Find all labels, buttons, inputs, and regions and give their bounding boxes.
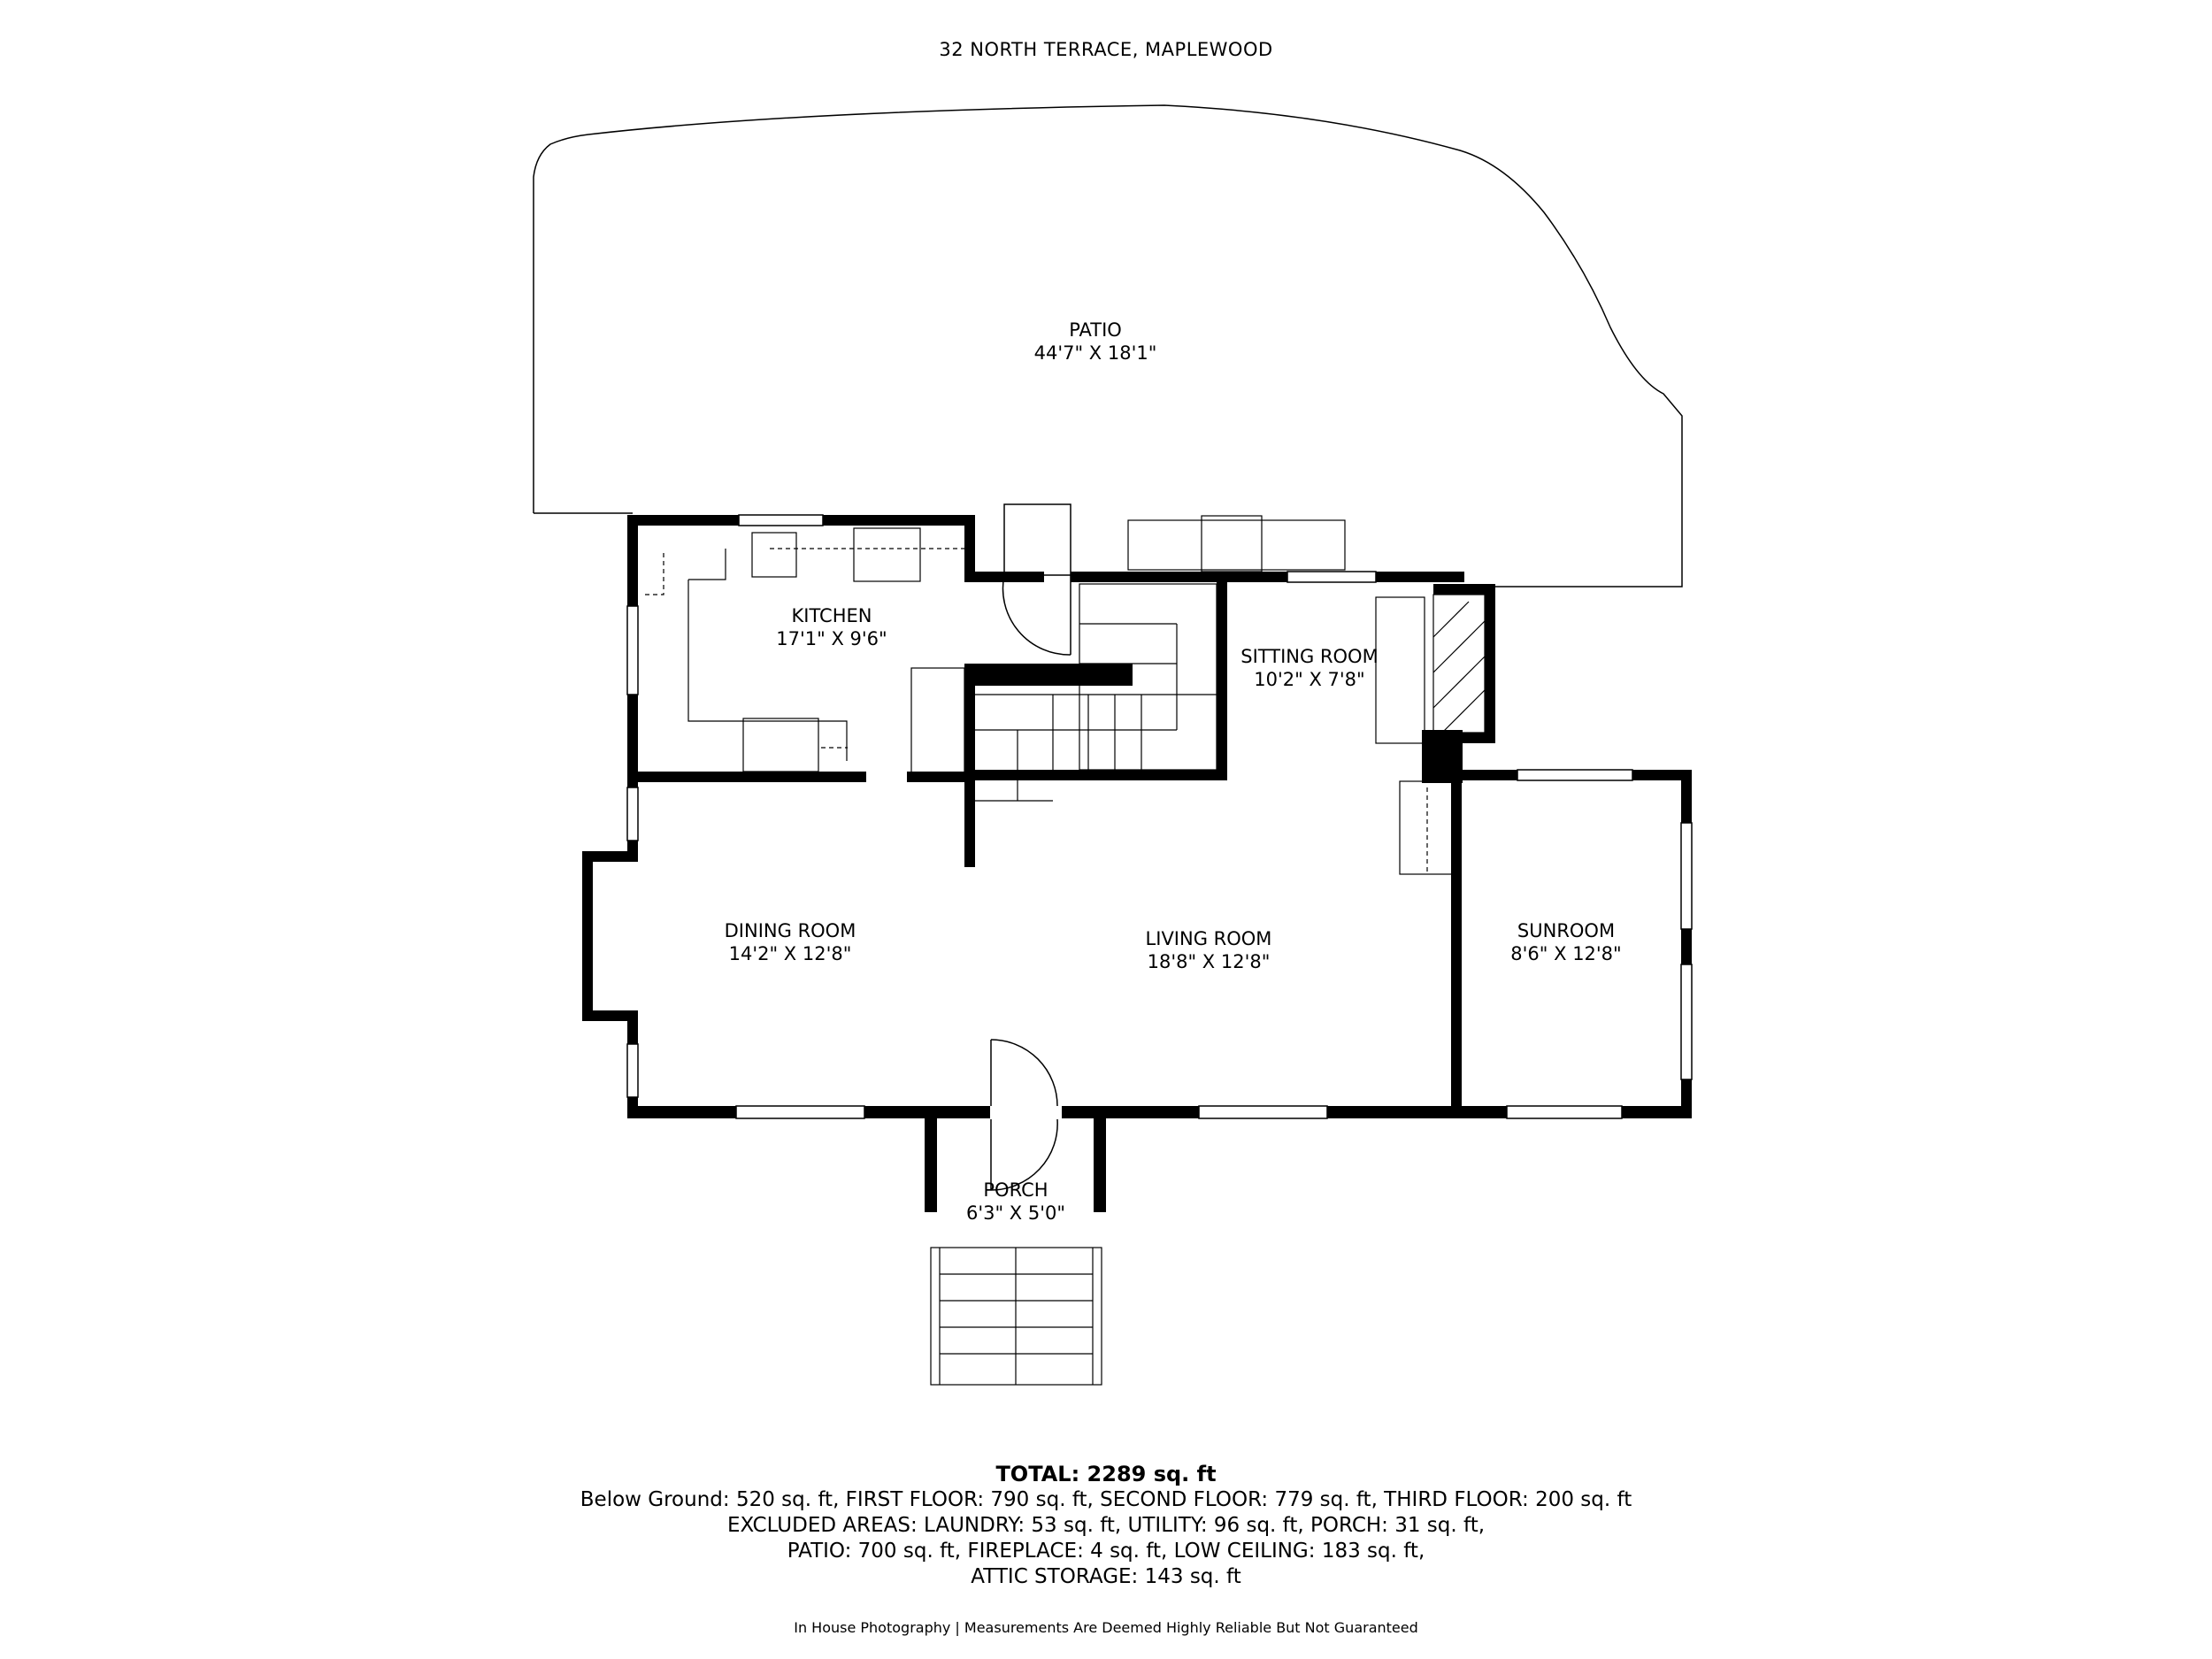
- area-totals: TOTAL: 2289 sq. ft Below Ground: 520 sq.…: [0, 1462, 2212, 1590]
- totals-line-4: ATTIC STORAGE: 143 sq. ft: [971, 1565, 1241, 1588]
- footer-disclaimer: In House Photography | Measurements Are …: [794, 1619, 1418, 1636]
- patio-dims: 44'7" X 18'1": [1034, 342, 1157, 364]
- sitting-room-dims: 10'2" X 7'8": [1254, 669, 1364, 690]
- interior-stairs: [975, 583, 1217, 802]
- kitchen-fixtures: [644, 515, 1455, 875]
- total-area: TOTAL: 2289 sq. ft: [995, 1462, 1217, 1486]
- totals-line-3: PATIO: 700 sq. ft, FIREPLACE: 4 sq. ft, …: [787, 1540, 1425, 1563]
- fireplace: [1432, 594, 1486, 733]
- dining-room-name: DINING ROOM: [725, 920, 856, 941]
- sitting-room-name: SITTING ROOM: [1240, 646, 1378, 667]
- windows: [626, 514, 1693, 1119]
- totals-line-1: Below Ground: 520 sq. ft, FIRST FLOOR: 7…: [580, 1488, 1632, 1511]
- porch-name: PORCH: [983, 1179, 1048, 1201]
- totals-line-2: EXCLUDED AREAS: LAUNDRY: 53 sq. ft, UTIL…: [726, 1514, 1486, 1537]
- sunroom-name: SUNROOM: [1517, 920, 1615, 941]
- address-title: 32 NORTH TERRACE, MAPLEWOOD: [939, 39, 1273, 60]
- porch-steps: [930, 1247, 1102, 1386]
- kitchen-name: KITCHEN: [792, 605, 872, 626]
- dining-room-dims: 14'2" X 12'8": [729, 943, 852, 964]
- patio-outline: [533, 104, 1683, 588]
- living-room-name: LIVING ROOM: [1146, 928, 1272, 949]
- doors: [990, 503, 1071, 1191]
- sunroom-dims: 8'6" X 12'8": [1510, 943, 1621, 964]
- porch-dims: 6'3" X 5'0": [966, 1202, 1065, 1224]
- patio-name: PATIO: [1069, 319, 1122, 341]
- kitchen-dims: 17'1" X 9'6": [776, 628, 887, 649]
- living-room-dims: 18'8" X 12'8": [1148, 951, 1271, 972]
